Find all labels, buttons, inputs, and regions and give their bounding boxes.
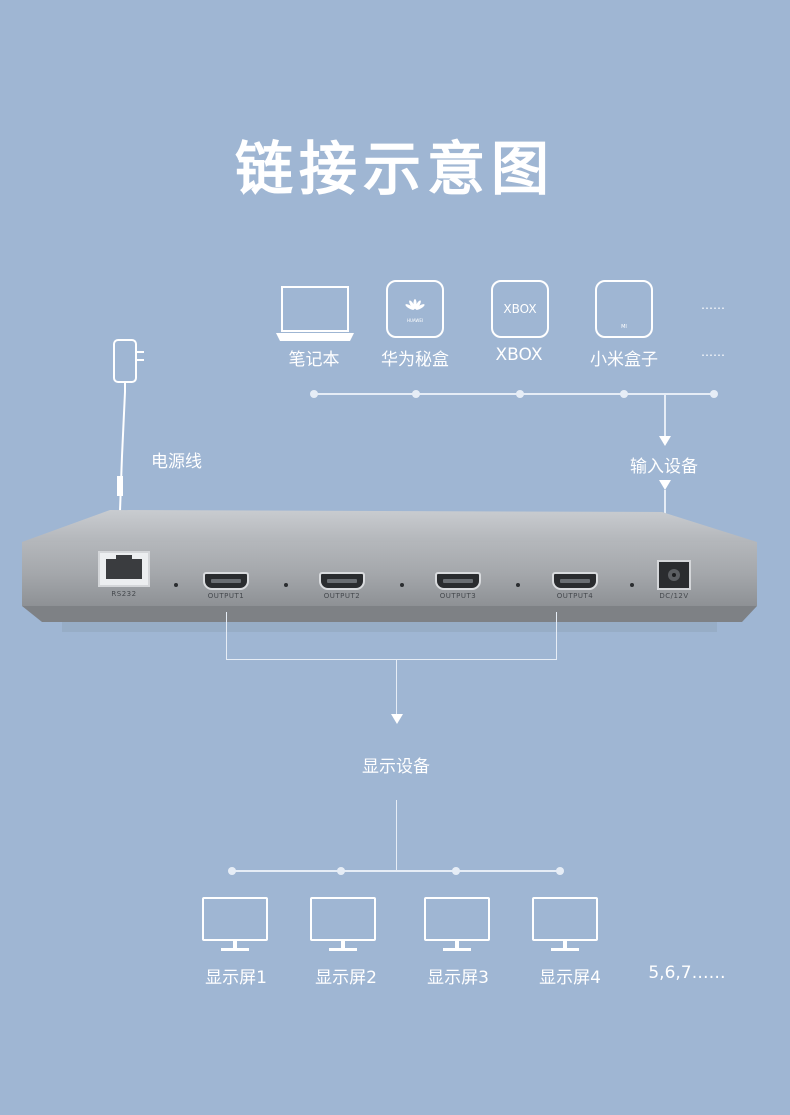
display-connector-line bbox=[396, 800, 397, 870]
indicator-led bbox=[516, 583, 520, 587]
arrow-down-icon bbox=[659, 480, 671, 490]
rs232-port bbox=[98, 551, 150, 587]
output-bracket-line bbox=[226, 659, 557, 660]
indicator-led bbox=[400, 583, 404, 587]
display-label-3: 显示屏3 bbox=[427, 968, 489, 988]
power-cable-label: 电源线 bbox=[151, 452, 202, 472]
monitor-icon bbox=[202, 897, 268, 953]
hdmi-port-2 bbox=[319, 572, 365, 590]
laptop-icon bbox=[274, 285, 356, 343]
monitor-icon bbox=[310, 897, 376, 953]
input-node bbox=[620, 390, 628, 398]
inputs-more: …… bbox=[701, 345, 725, 359]
hdmi-port-4 bbox=[552, 572, 598, 590]
input-label-laptop: 笔记本 bbox=[288, 350, 340, 370]
input-node bbox=[516, 390, 524, 398]
display-bus-line bbox=[231, 870, 561, 872]
arrow-down-icon bbox=[391, 714, 403, 724]
dc-power-jack bbox=[657, 560, 691, 590]
display-label-1: 显示屏1 bbox=[205, 968, 267, 988]
output-label-2: OUTPUT2 bbox=[323, 592, 361, 600]
displays-more-label: 5,6,7…… bbox=[648, 963, 726, 983]
output-label-1: OUTPUT1 bbox=[207, 592, 245, 600]
output-label-3: OUTPUT3 bbox=[439, 592, 477, 600]
output-bracket-line bbox=[556, 612, 557, 660]
hdmi-splitter-device: RS232 OUTPUT1 OUTPUT2 OUTPUT3 OUTPUT4 DC… bbox=[22, 510, 757, 638]
input-label-xbox: XBOX bbox=[495, 345, 543, 365]
display-node bbox=[228, 867, 236, 875]
monitor-icon bbox=[532, 897, 598, 953]
huawei-box-icon: HUAWEI bbox=[386, 280, 444, 338]
input-node bbox=[710, 390, 718, 398]
output-bracket-line bbox=[226, 612, 227, 660]
display-node bbox=[337, 867, 345, 875]
input-node bbox=[310, 390, 318, 398]
input-connector-line bbox=[664, 394, 666, 436]
page-title: 链接示意图 bbox=[234, 135, 555, 203]
xbox-icon-text: XBOX bbox=[503, 302, 537, 316]
rs232-label: RS232 bbox=[111, 590, 137, 598]
hdmi-port-1 bbox=[203, 572, 249, 590]
indicator-led bbox=[174, 583, 178, 587]
input-devices-label: 输入设备 bbox=[630, 457, 698, 477]
power-adapter-icon bbox=[108, 336, 148, 512]
display-node bbox=[556, 867, 564, 875]
mi-logo-text: MI bbox=[621, 324, 627, 330]
inputs-more-top: …… bbox=[701, 298, 725, 312]
indicator-led bbox=[284, 583, 288, 587]
mi-box-icon: MI bbox=[595, 280, 653, 338]
display-devices-label: 显示设备 bbox=[362, 757, 430, 777]
display-node bbox=[452, 867, 460, 875]
display-label-2: 显示屏2 bbox=[315, 968, 377, 988]
input-bus-line bbox=[314, 393, 714, 395]
xbox-icon: XBOX bbox=[491, 280, 549, 338]
input-node bbox=[412, 390, 420, 398]
display-label-4: 显示屏4 bbox=[539, 968, 601, 988]
output-label-4: OUTPUT4 bbox=[556, 592, 594, 600]
arrow-down-icon bbox=[659, 436, 671, 446]
dc-label: DC/12V bbox=[659, 592, 689, 600]
indicator-led bbox=[630, 583, 634, 587]
input-connector-line bbox=[664, 490, 666, 516]
huawei-logo-text: HUAWEI bbox=[406, 318, 424, 323]
input-label-mi: 小米盒子 bbox=[590, 350, 658, 370]
hdmi-port-3 bbox=[435, 572, 481, 590]
output-connector-line bbox=[396, 659, 397, 714]
monitor-icon bbox=[424, 897, 490, 953]
input-label-huawei: 华为秘盒 bbox=[381, 350, 449, 370]
